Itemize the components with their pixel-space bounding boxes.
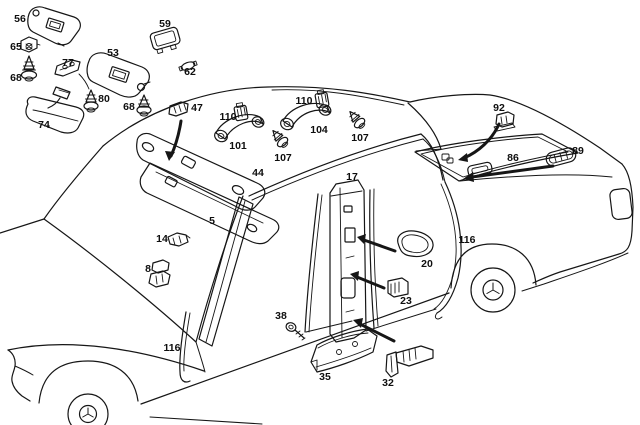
- part-label-8: 8: [145, 263, 151, 275]
- part-label-56: 56: [14, 13, 26, 25]
- part-label-62: 62: [184, 66, 196, 78]
- part-label-65: 65: [10, 41, 22, 53]
- rear-wheel: [450, 243, 537, 313]
- headliner-panel: [136, 132, 280, 245]
- clip-14: [167, 232, 191, 247]
- pointer-arrows: [165, 119, 555, 343]
- part-label-53: 53: [107, 47, 119, 59]
- sun-visor-left: [27, 6, 81, 47]
- part-label-116-b: 116: [163, 342, 181, 354]
- screw-68-rear: [136, 94, 152, 117]
- pad-20: [397, 230, 434, 258]
- parcel-shelf: [414, 133, 579, 182]
- part-label-14: 14: [156, 233, 168, 245]
- part-label-68-b: 68: [123, 101, 135, 113]
- part-label-59: 59: [159, 18, 171, 30]
- part-label-17: 17: [346, 171, 358, 183]
- clip-8: [148, 259, 171, 288]
- part-label-92: 92: [493, 102, 505, 114]
- part-label-32: 32: [382, 377, 394, 389]
- mercedes-star-icon: [486, 282, 500, 294]
- part-label-101: 101: [229, 140, 247, 152]
- clip-110-rear: [314, 89, 330, 109]
- screw-68-front: [20, 55, 38, 82]
- part-label-110-a: 110: [219, 111, 237, 123]
- front-door-seal: [179, 311, 191, 383]
- part-label-77: 77: [62, 57, 74, 69]
- part-label-107-b: 107: [351, 132, 369, 144]
- rear-view-mirror: [25, 86, 85, 134]
- sill-trim-35: [310, 328, 378, 373]
- part-label-110-b: 110: [295, 95, 313, 107]
- part-label-116-a: 116: [458, 234, 476, 246]
- mercedes-star-icon: [82, 407, 94, 418]
- part-label-68-a: 68: [10, 72, 22, 84]
- part-label-35: 35: [319, 371, 331, 383]
- part-label-86: 86: [507, 152, 519, 164]
- clip-23: [387, 277, 409, 298]
- clip-110-front: [233, 102, 249, 122]
- part-label-5: 5: [209, 215, 215, 227]
- part-label-104: 104: [310, 124, 328, 136]
- rear-door-seal: [433, 181, 462, 320]
- bracket-32: [385, 345, 434, 378]
- screw-38: [285, 322, 306, 341]
- front-wheel: [38, 360, 139, 425]
- b-pillar-rear-seal: [369, 188, 379, 329]
- part-label-20: 20: [421, 258, 433, 270]
- b-pillar-front-seal: [304, 193, 323, 333]
- b-pillar-trim: [329, 179, 367, 343]
- part-label-38: 38: [275, 310, 287, 322]
- clip-65: [17, 36, 41, 53]
- part-label-80: 80: [98, 93, 110, 105]
- part-label-89: 89: [572, 145, 584, 157]
- a-pillar-trim: [198, 196, 254, 347]
- part-label-44: 44: [252, 167, 264, 179]
- grab-handle-front: [214, 113, 265, 143]
- lamp-cover-59: [149, 26, 181, 54]
- bracket-77: [54, 59, 90, 90]
- part-label-23: 23: [400, 295, 412, 307]
- part-label-107-a: 107: [274, 152, 292, 164]
- car-body-outline: [0, 86, 634, 425]
- screw-107-front: [272, 129, 289, 148]
- part-label-74: 74: [38, 119, 50, 131]
- screw-107-rear: [349, 110, 366, 129]
- screw-80: [83, 89, 99, 113]
- vent-grille-89: [545, 147, 577, 167]
- bulb-62: [178, 60, 198, 72]
- clip-47: [168, 101, 189, 117]
- part-label-47: 47: [191, 102, 203, 114]
- sun-visor-right: [86, 52, 151, 98]
